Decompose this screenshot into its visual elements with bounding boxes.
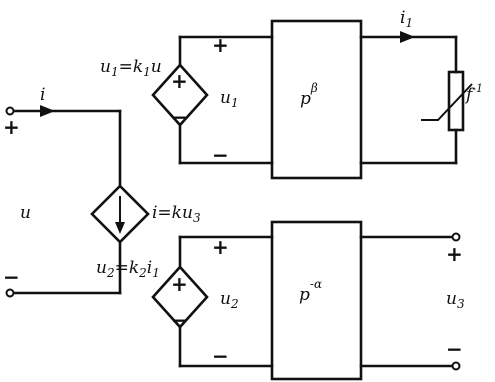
polarity-plus-top: + — [212, 33, 229, 57]
label-p-beta: pβ — [300, 81, 318, 109]
polarity-minus-u1: − — [171, 105, 188, 129]
two-port-p-alpha — [270, 220, 363, 381]
polarity-plus-output: + — [446, 242, 463, 266]
current-source-diamond — [90, 184, 150, 244]
nonlinear-resistor-branch — [359, 31, 473, 165]
nonlinear-resistor-slash — [421, 83, 473, 121]
current-source-arrow-head — [115, 222, 125, 234]
label-current-i1: i1 — [400, 8, 413, 30]
label-u2-port: u2 — [220, 289, 239, 311]
label-u1-port: u1 — [220, 88, 239, 110]
polarity-minus-top: − — [212, 143, 229, 167]
two-port-p-beta — [270, 19, 363, 180]
label-current-i: i — [40, 85, 45, 105]
polarity-plus-u1: + — [171, 69, 188, 93]
bottom-loop — [151, 235, 274, 368]
output-port — [359, 232, 461, 371]
input-terminal-bottom — [5, 288, 15, 298]
polarity-minus-output: − — [446, 337, 463, 361]
polarity-plus-input: + — [3, 115, 20, 139]
label-u1-definition: u1=k1u — [100, 57, 162, 79]
label-p-alpha: p-α — [299, 277, 322, 305]
output-terminal-top — [451, 232, 461, 242]
dependent-current-source — [90, 184, 150, 244]
label-u2-definition: u2=k2i1 — [96, 258, 160, 280]
polarity-minus-u2: − — [171, 308, 188, 332]
input-terminal-top — [5, 106, 15, 116]
polarity-minus-input: − — [3, 265, 20, 289]
label-voltage-u: u — [20, 203, 31, 223]
label-voltage-u3: u3 — [446, 289, 465, 311]
input-port — [5, 105, 122, 298]
current-arrow-i — [40, 105, 55, 117]
current-arrow-i1 — [400, 31, 415, 43]
polarity-plus-bottom: + — [212, 235, 229, 259]
top-loop — [151, 35, 274, 165]
output-terminal-bottom — [451, 361, 461, 371]
polarity-minus-bottom: − — [212, 344, 229, 368]
polarity-plus-u2: + — [171, 272, 188, 296]
label-f-inverse: f-1 — [464, 82, 483, 105]
label-current-source: i=ku3 — [152, 203, 201, 225]
